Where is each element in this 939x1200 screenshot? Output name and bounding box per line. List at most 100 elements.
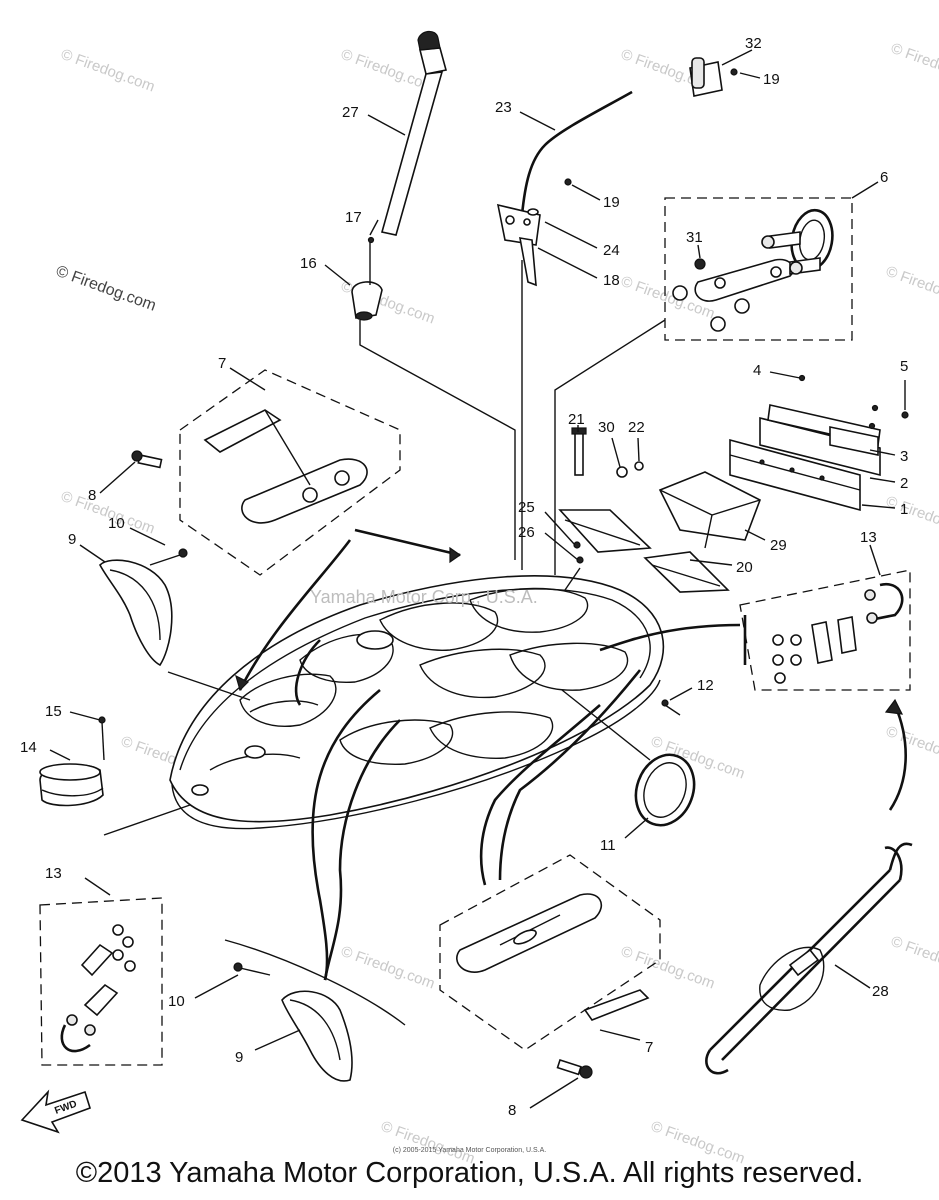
part-25-washer	[573, 541, 581, 549]
part-21-bolt	[571, 427, 587, 476]
svg-text:© Firedog.com: © Firedog.com	[884, 493, 939, 543]
part-3-strip	[767, 404, 881, 456]
callout-16: 16	[300, 255, 317, 272]
callout-3: 3	[900, 448, 908, 465]
callout-19a: 19	[603, 194, 620, 211]
callout-22: 22	[628, 419, 645, 436]
part-9-bumper-bottom	[281, 990, 353, 1082]
arrow-7-hull	[354, 528, 461, 557]
callout-28: 28	[872, 983, 889, 1000]
part-9-bumper-left	[99, 559, 173, 667]
part-24-washer	[527, 208, 539, 216]
part-4-screw	[798, 374, 806, 382]
callout-8a: 8	[88, 487, 96, 504]
callout-12: 12	[697, 677, 714, 694]
part-16-grommet	[351, 236, 383, 321]
part-23-cable	[520, 90, 633, 216]
part-20-pad	[558, 509, 730, 593]
yamaha-overlay-watermark: Yamaha Motor Corp., U.S.A.	[310, 587, 538, 607]
callout-15: 15	[45, 703, 62, 720]
callout-7b: 7	[645, 1039, 653, 1056]
part-28-strap	[705, 842, 913, 1075]
part-7-bracket-upper	[203, 409, 368, 524]
callout-13a: 13	[860, 529, 877, 546]
svg-text:© Firedog.com: © Firedog.com	[59, 46, 157, 96]
copyright-footer: ©2013 Yamaha Motor Corporation, U.S.A. A…	[75, 1157, 864, 1189]
callout-31: 31	[686, 229, 703, 246]
leader-14-hull	[103, 804, 191, 836]
arrow-28-13	[888, 704, 907, 811]
callout-11: 11	[600, 837, 616, 854]
callout-19b: 19	[763, 71, 780, 88]
group-13-box-left	[39, 897, 163, 1066]
callout-23: 23	[495, 99, 512, 116]
callout-9a: 9	[68, 531, 76, 548]
callout-21: 21	[568, 411, 585, 428]
part-29-block	[658, 471, 762, 549]
part-10-screw-left	[149, 548, 188, 566]
group-6-box	[664, 197, 853, 341]
svg-text:© Firedog.com: © Firedog.com	[889, 933, 939, 983]
callout-30: 30	[598, 419, 615, 436]
arrow-hull-9-bottom	[311, 689, 381, 981]
part-30-screw	[616, 466, 628, 478]
part-8-bolt-upper	[131, 450, 163, 469]
svg-text:© Firedog.com: © Firedog.com	[339, 943, 437, 993]
svg-text:© Firedog.com: © Firedog.com	[649, 733, 747, 783]
callout-18: 18	[603, 272, 620, 289]
svg-text:© Firedog.com: © Firedog.com	[889, 40, 939, 90]
part-22-washer	[634, 461, 644, 471]
part-8-bolt-lower	[556, 1058, 593, 1079]
callout-leaders	[49, 49, 906, 1109]
group-13-box-right	[739, 569, 911, 691]
callout-4: 4	[753, 362, 761, 379]
callout-20: 20	[736, 559, 753, 576]
leader-11-hull	[561, 689, 651, 761]
callout-7a: 7	[218, 355, 226, 372]
firedog-watermark: © Firedog.com	[54, 263, 159, 315]
part-12-screw	[661, 699, 669, 707]
fineprint-copyright: (c) 2005-2015 Yamaha Motor Corporation, …	[392, 1147, 547, 1154]
callout-10a: 10	[108, 515, 125, 532]
callout-29: 29	[770, 537, 787, 554]
part-15-screw	[98, 716, 106, 761]
part-6-cleat	[672, 208, 834, 332]
arrow-13-hull	[599, 623, 741, 652]
callout-26: 26	[518, 524, 535, 541]
callout-labels: 27 17 16 23 19 24 18 32 19 6 31 4 5 3 2 …	[20, 35, 908, 1119]
callout-6: 6	[880, 169, 888, 186]
part-13-tiedown-left	[60, 924, 136, 1053]
part-19-screw	[564, 178, 572, 186]
part-18-bracket	[496, 203, 541, 287]
svg-text:© Firedog.com: © Firedog.com	[884, 723, 939, 773]
callout-1: 1	[900, 501, 908, 518]
callout-5: 5	[900, 358, 908, 375]
leader-16-hull	[359, 320, 516, 560]
svg-text:© Firedog.com: © Firedog.com	[884, 263, 939, 313]
callout-27: 27	[342, 104, 359, 121]
callout-8b: 8	[508, 1102, 516, 1119]
part-7-bracket-lower	[456, 893, 650, 1021]
part-1-rail	[729, 438, 861, 512]
part-27-rod	[381, 30, 447, 236]
part-32-hinge	[689, 57, 738, 97]
callout-32: 32	[745, 35, 762, 52]
callout-25: 25	[518, 499, 535, 516]
callout-9b: 9	[235, 1049, 243, 1066]
callout-2: 2	[900, 475, 908, 492]
callout-14: 14	[20, 739, 37, 756]
callout-24: 24	[603, 242, 620, 259]
group-7-box-upper	[179, 369, 401, 576]
arrow-hull-7-bottom	[498, 669, 642, 881]
part-5-screw	[901, 411, 909, 419]
hull-deck	[169, 575, 665, 830]
leader-6-hull	[554, 319, 666, 575]
fwd-arrow-icon: FWD	[20, 1089, 91, 1134]
arrow-7-hull-2	[238, 539, 352, 691]
svg-text:© Firedog.com: © Firedog.com	[619, 943, 717, 993]
group-7-box-lower	[439, 854, 661, 1051]
callout-17: 17	[345, 209, 362, 226]
callout-10b: 10	[168, 993, 185, 1010]
